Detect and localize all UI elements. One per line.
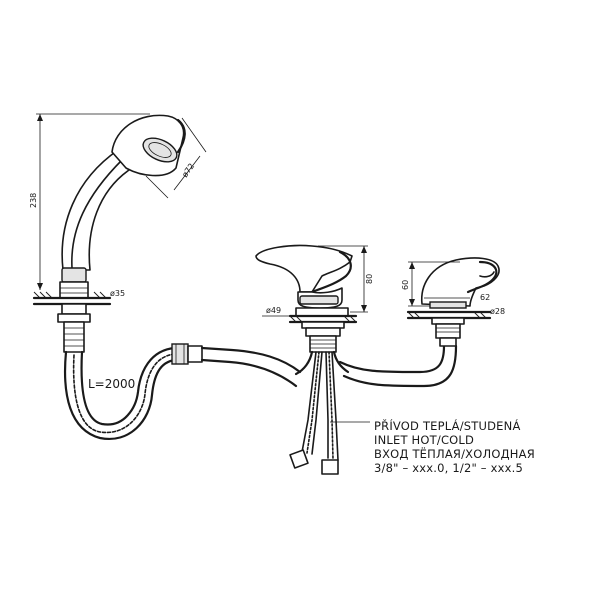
inlet-note-line2: INLET HOT/COLD <box>374 433 474 447</box>
diverter-valve: 60 62 ø28 <box>401 257 505 347</box>
inlet-note-line1: PŘÍVOD TEPLÁ/STUDENÁ <box>374 418 521 433</box>
valve-base-diameter-label: ø28 <box>490 307 505 316</box>
valve-width-label: 62 <box>480 293 490 302</box>
hose-length-label: L=2000 <box>88 377 135 391</box>
hand-shower: ø72 ø35 238 <box>29 113 207 353</box>
connecting-pipe <box>200 344 458 388</box>
valve-height-label: 60 <box>401 280 410 290</box>
inlet-note-line4: 3/8" – xxx.0, 1/2" – xxx.5 <box>374 461 523 475</box>
inlet-note-line3: ВХОД ТЁПЛАЯ/ХОЛОДНАЯ <box>374 446 535 461</box>
flexible-hose: L=2000 <box>63 343 203 441</box>
mixer-base-diameter-label: ø49 <box>266 306 281 315</box>
mixer-height-label: 80 <box>365 274 374 284</box>
shower-base-diameter-label: ø35 <box>110 289 125 298</box>
shower-height-label: 238 <box>29 193 38 208</box>
inlet-note: PŘÍVOD TEPLÁ/STUDENÁ INLET HOT/COLD ВХОД… <box>374 418 535 475</box>
mixer-body: ø49 80 <box>255 244 374 475</box>
